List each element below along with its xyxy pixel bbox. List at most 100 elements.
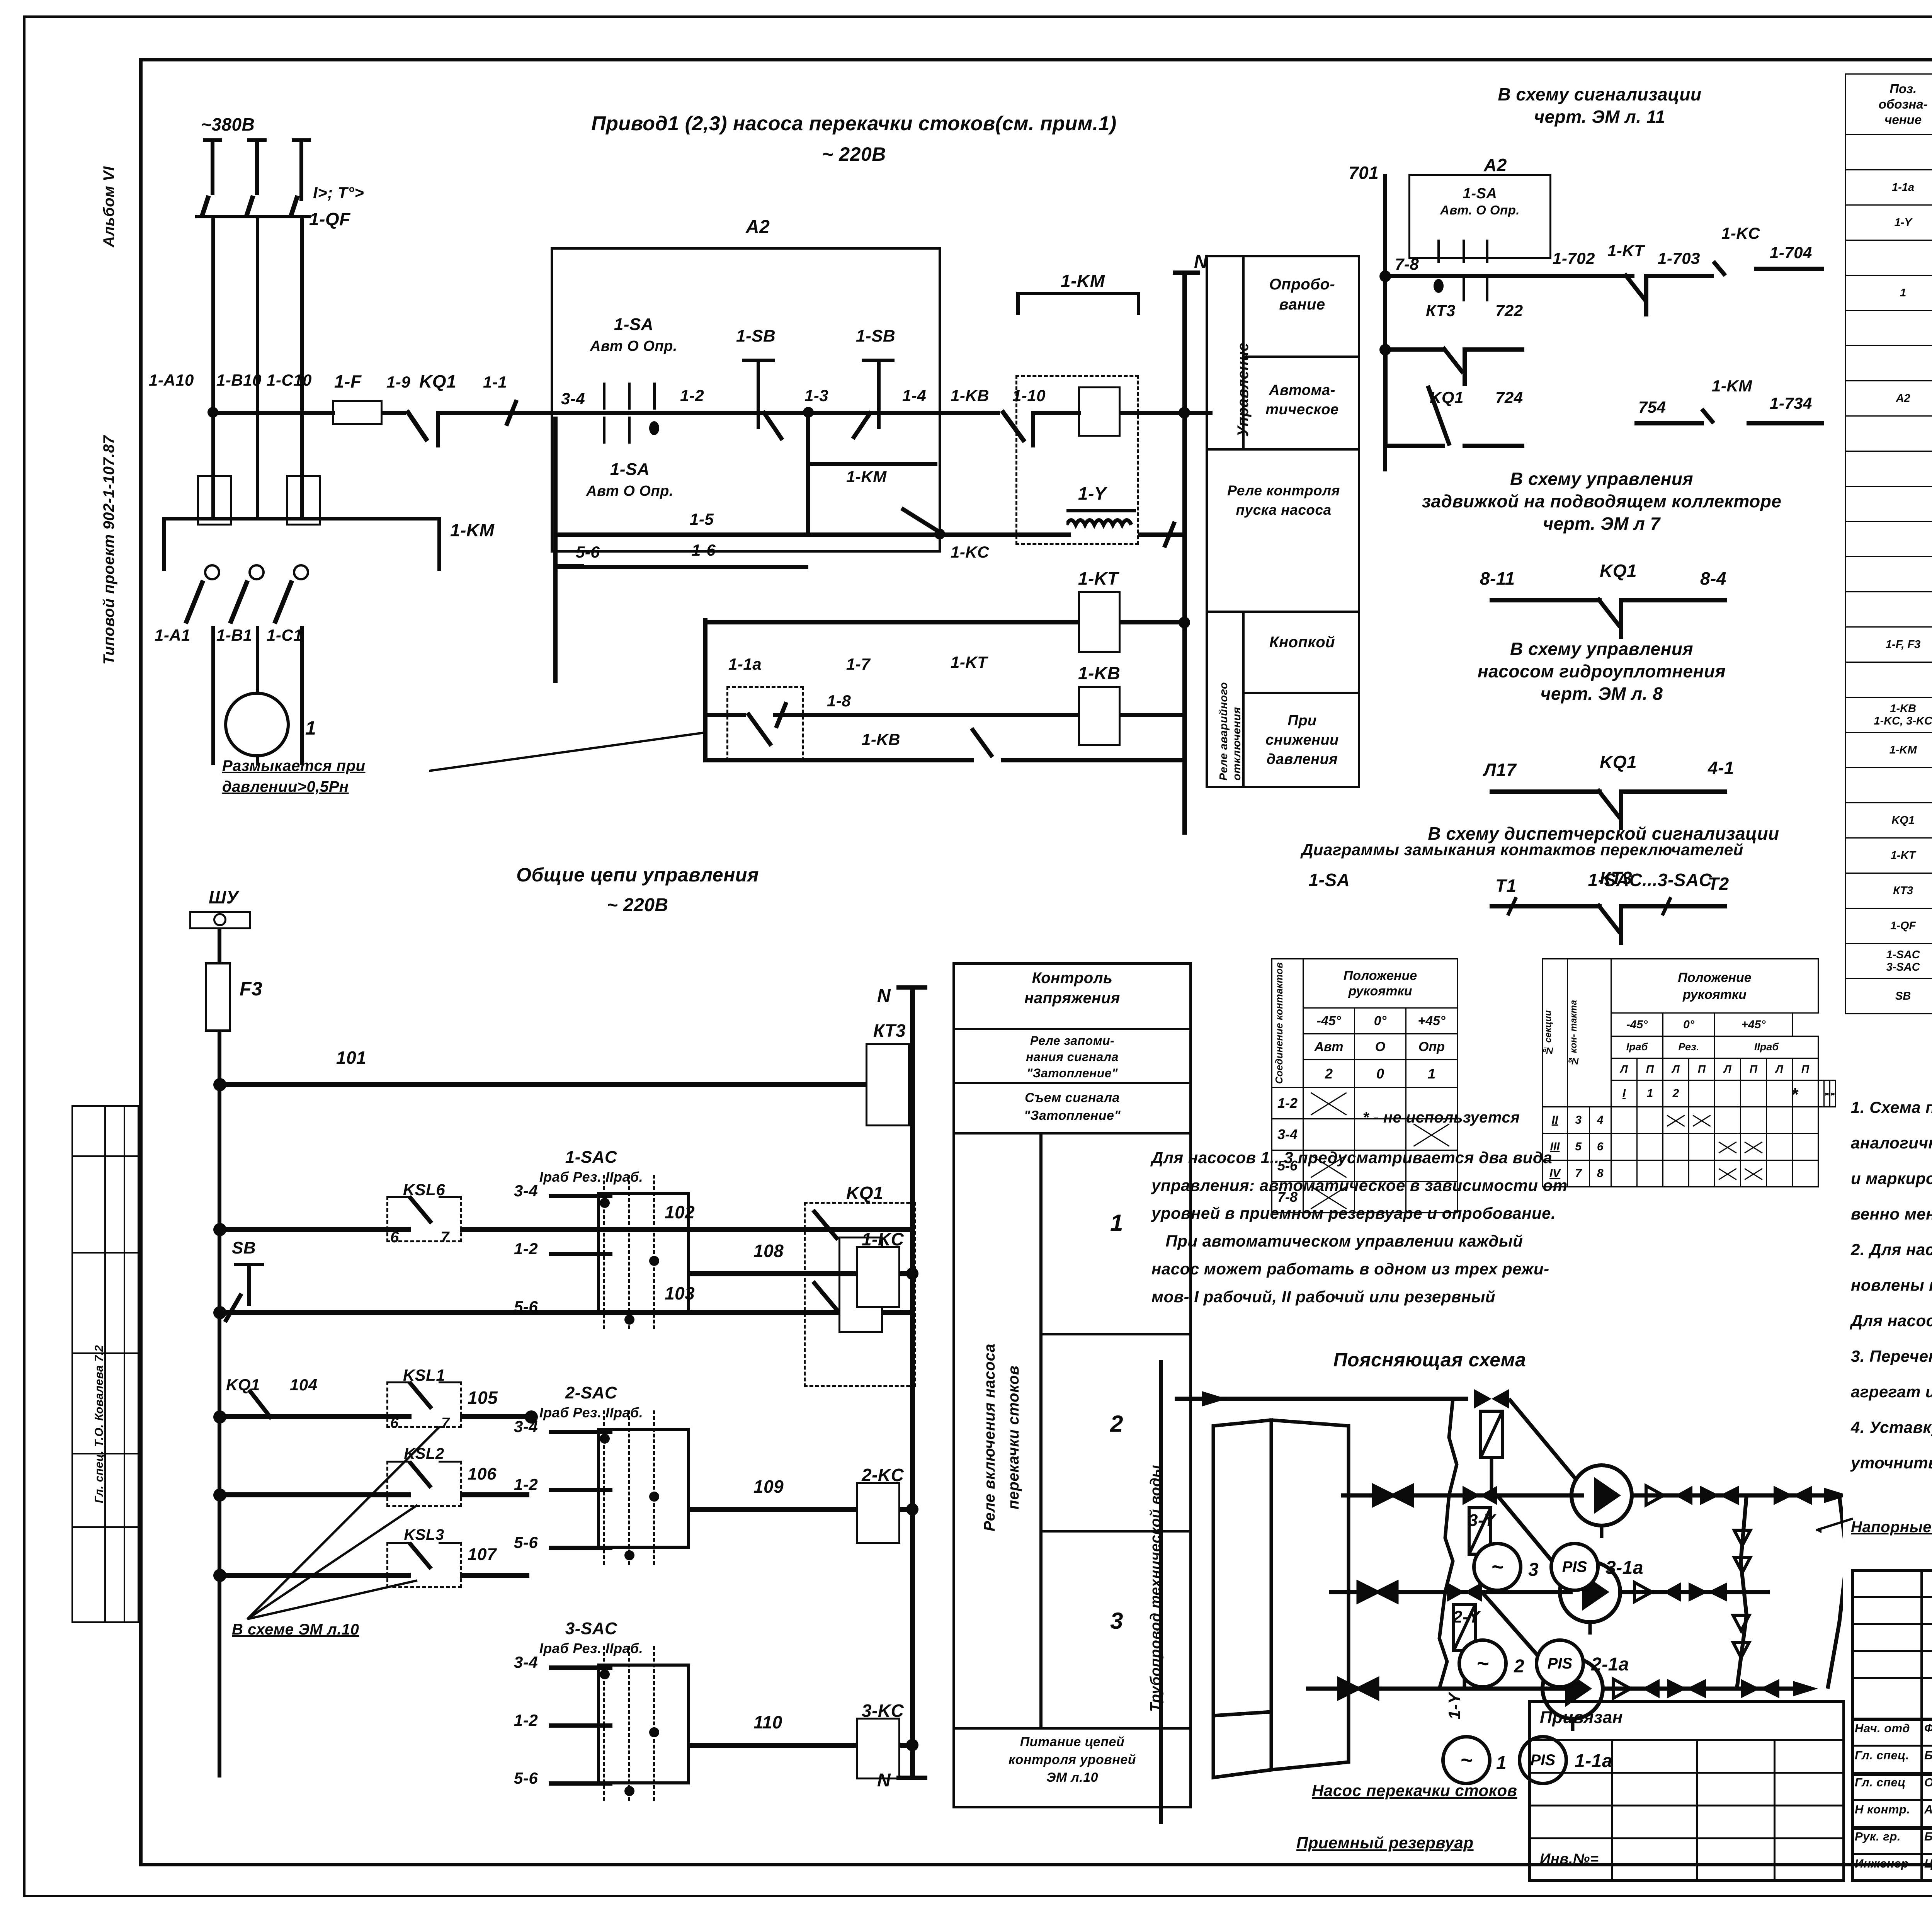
parts-pos [1845,591,1932,628]
contact-sa-num-0: 2 [1303,1059,1355,1088]
sac-dot-1-a [600,1198,610,1208]
km-hold-left [806,411,810,534]
ksl3-label: KSL3 [404,1526,444,1543]
ksl3-bracket-l [386,1542,410,1544]
parts-pos: 1-1a [1845,169,1932,206]
contact-sa-cell-2-1 [1354,1150,1406,1182]
wire-1-10: 1-10 [1012,386,1046,405]
kt-coil-lead-l [808,620,1079,624]
modes-divider-3 [1206,448,1360,451]
sac-cam-line-1-1 [603,1175,607,1329]
sac-dot-1-c [624,1315,634,1325]
album-label: Альбом VI [100,166,117,247]
pressure-lead-l [703,713,746,717]
sa-dot-1 [649,421,659,435]
contact-sac-cell-0-2 [1740,1080,1767,1107]
contact-sac-c2: 8 [1588,1160,1612,1187]
attach-rule-3 [1528,1805,1845,1806]
parts-row: 1-1aМанометр электроконтактный ЭКМ-1У1Уч… [1845,169,1932,206]
rung3-line [553,565,808,569]
sac-pair-1-3: 5-6 [514,1298,538,1316]
sb-stem-2 [877,359,881,429]
signal-kt-lead [1561,274,1634,278]
parts-pos [1845,767,1932,803]
signal-wire-722: 722 [1495,301,1523,320]
signal3-left: Л17 [1484,760,1517,780]
signal-wire-1-702: 1-702 [1553,249,1595,267]
attach-vrule-1 [1611,1739,1613,1882]
kb-contact-label: 1-KB [951,386,990,405]
contact-sa-angle-1: 0° [1354,1007,1406,1035]
parts-pos: 1 [1845,275,1932,311]
contact-sac-sub-0: Л [1611,1057,1638,1081]
signal2-elem: KQ1 [1600,561,1637,581]
motor-phase-b1: 1-B1 [216,626,253,644]
signal-sa-stem-4 [1463,278,1465,301]
phase-tick-a [203,138,222,142]
margin-stamp-rule [104,1105,106,1623]
km-hold-label: 1-KM [846,468,887,486]
parts-row: 1-SB- пост ПКЕ 212-2У3, 3/4" [1845,451,1932,487]
rung2-drop [553,417,558,532]
control-box-divider [1039,1132,1043,1727]
contact-sa-pair: 5-6 [1271,1150,1304,1182]
parts-header-0: Поз.обозна-чение [1845,73,1932,135]
wire-1-4: 1-4 [902,386,927,405]
contact-sac-sub-5: П [1740,1057,1767,1081]
phase-label-a10: 1-A10 [149,371,194,389]
sac-label-1: 1-SAC [565,1148,617,1167]
sac-cam-box-3 [597,1664,690,1783]
km-bracket-top [162,517,440,520]
phase-label-b10: 1-B10 [216,371,262,389]
role-grid-h2 [1851,1623,1932,1625]
note-line: 2. Для насоса 1,2 аппаратура местного уп… [1851,1240,1932,1259]
kt3-coil [866,1043,910,1126]
wire-1-1: 1-1 [483,373,507,391]
sb-stem-common [247,1264,251,1306]
ksl1-bracket-r [439,1381,462,1383]
role-name-3: Аронсон [1924,1803,1932,1817]
signal-kt3-lead [1383,347,1445,352]
role-name-5: Цветочкина [1924,1857,1932,1871]
role-name-1: Бондарь [1924,1749,1932,1762]
contact-sac-cell-3-1 [1636,1160,1663,1187]
phase-cond-c [300,216,304,518]
signal-km-lead [1634,421,1704,425]
contact-sac-mode-0: Iраб [1611,1036,1663,1059]
parts-row: 1-KMПускатель ПМЛ-4202 , U~220В, 63А Iн~… [1845,732,1932,768]
contact-sa-pair: 3-4 [1271,1118,1304,1151]
contact-sac-cell-0-3 [1766,1080,1793,1107]
kq1-lead-right [436,411,521,415]
parts-table: Поз.обозна-чениеНаименованиеКол.Примечан… [1845,73,1932,1014]
parts-pos: 1-Y [1845,204,1932,241]
sac-out-wire-2 [690,1507,875,1512]
sac-pair-3-2: 1-2 [514,1711,538,1729]
left-power-rail [218,1032,221,1778]
sb-cap-1 [742,359,775,362]
contact-sac-sec: II [1542,1106,1568,1134]
control-box-row-rule-2 [1039,1530,1192,1533]
contact-sac-cell-1-1 [1636,1106,1663,1134]
parts-row: Тпл.Вст. 6А2 [1845,662,1932,698]
sac-wire-label-3: 110 [753,1712,782,1732]
contact-sac-mode-1: Рез. [1662,1036,1715,1059]
rail-105-left [278,1414,412,1419]
contact-sac-cell-0-6 [1823,1080,1830,1107]
pipe-schema-title: Поясняющая схема [1333,1349,1526,1371]
sac-cam-box-2 [597,1428,690,1548]
kt3-coil-label: КТ3 [873,1021,906,1041]
control-box-row-rule-1 [1039,1333,1192,1335]
control-box-num-1: 1 [1110,1210,1123,1236]
parts-pos [1845,415,1932,452]
overload-c [286,475,321,526]
kq1-contact-label: KQ1 [419,371,457,391]
ksl1-label: KSL1 [403,1366,446,1384]
note-line: Для насоса 3 - на блоке БУ1 (группа аппа… [1851,1311,1932,1330]
signal-wire-1-703: 1-703 [1658,249,1700,267]
contact-sa-row: 7-8 [1271,1181,1458,1213]
role-name-4: Барчан [1924,1830,1932,1844]
contact-sa-mode-2: Опр [1405,1033,1458,1061]
